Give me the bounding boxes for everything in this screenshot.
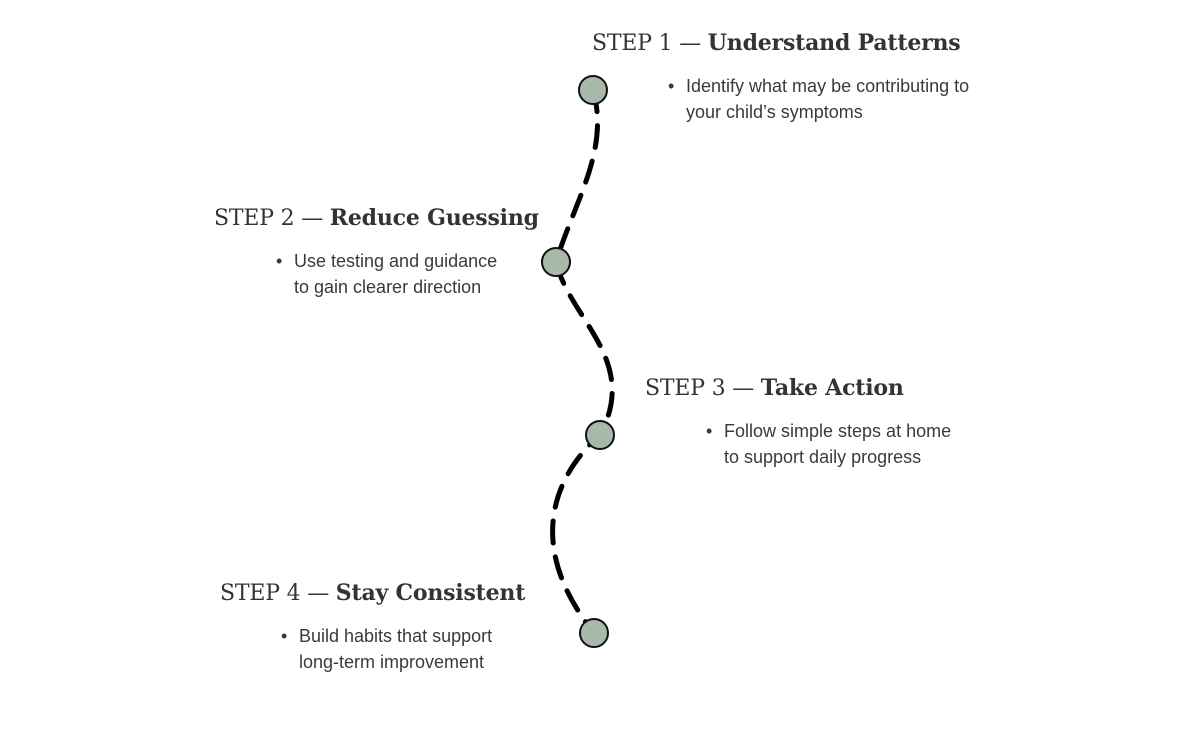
step-2-bullet-line-1: Use testing and guidance — [294, 251, 498, 271]
bullet-icon: • — [668, 76, 675, 96]
step-4-bullet: • Build habits that support long-term im… — [281, 623, 493, 675]
step-3-bullet-line-1: Follow simple steps at home — [724, 421, 952, 441]
step-2-title: STEP 2 — Reduce Guessing — [214, 205, 539, 231]
bullet-icon: • — [276, 251, 283, 271]
step-1-bullet-line-1: Identify what may be contributing to — [686, 76, 970, 96]
step-3-title: STEP 3 — Take Action — [645, 375, 904, 401]
step-1-prefix: STEP 1 — — [592, 31, 708, 56]
step-4-bullet-line-1: Build habits that support — [299, 626, 493, 646]
dashed-connector — [550, 87, 615, 636]
step-3-bullet: • Follow simple steps at home to support… — [706, 418, 952, 470]
step-1-bullet: • Identify what may be contributing to y… — [668, 73, 970, 125]
step-1-node — [578, 75, 608, 105]
step-2-name: Reduce Guessing — [329, 205, 539, 231]
step-4-title: STEP 4 — Stay Consistent — [220, 580, 525, 606]
step-4-name: Stay Consistent — [335, 580, 526, 606]
step-3-bullet-line-2: to support daily progress — [724, 447, 922, 467]
step-2-prefix: STEP 2 — — [214, 206, 330, 231]
step-1-bullet-line-2: your child’s symptoms — [686, 102, 863, 122]
bullet-icon: • — [706, 421, 713, 441]
step-3-prefix: STEP 3 — — [645, 376, 761, 401]
step-4-node — [579, 618, 609, 648]
step-2-bullet-line-2: to gain clearer direction — [294, 277, 482, 297]
step-4-prefix: STEP 4 — — [220, 581, 336, 606]
step-1-name: Understand Patterns — [707, 30, 961, 56]
step-2-bullet: • Use testing and guidance to gain clear… — [276, 248, 498, 300]
step-3-node — [585, 420, 615, 450]
step-2-node — [541, 247, 571, 277]
step-3-name: Take Action — [760, 375, 904, 401]
step-4-bullet-line-2: long-term improvement — [299, 652, 485, 672]
step-1-title: STEP 1 — Understand Patterns — [592, 30, 961, 56]
bullet-icon: • — [281, 626, 288, 646]
